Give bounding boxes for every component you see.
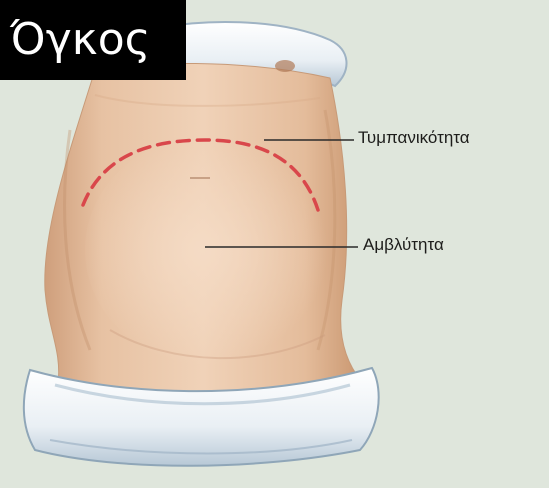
label-tympany: Τυμπανικότητα bbox=[358, 128, 470, 148]
title-banner: Όγκος bbox=[0, 0, 186, 80]
title-text: Όγκος bbox=[10, 14, 150, 65]
navel bbox=[275, 60, 295, 72]
label-dullness: Αμβλύτητα bbox=[363, 235, 444, 255]
